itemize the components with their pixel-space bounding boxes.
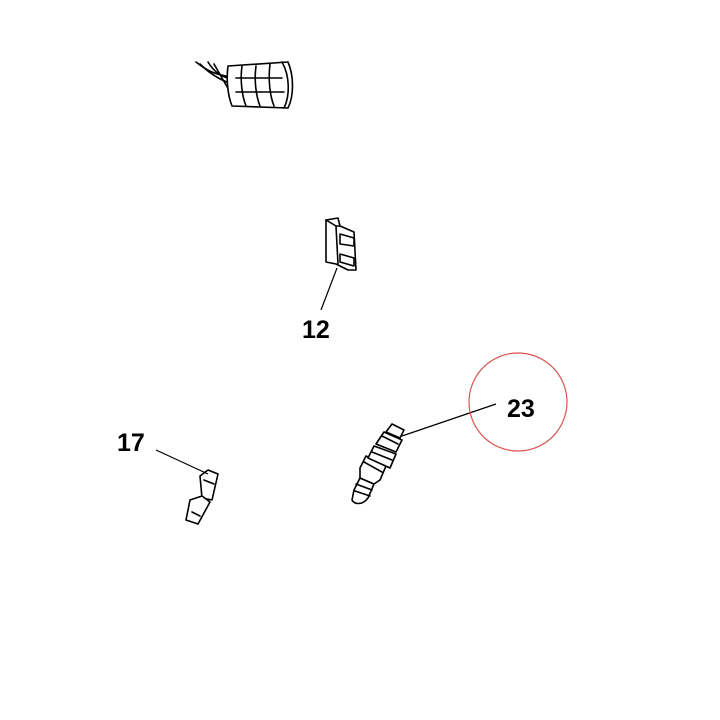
electrical-connector-icon (325, 217, 357, 271)
callout-label-17: 17 (117, 429, 145, 457)
leader-line-23 (401, 403, 497, 437)
leader-line-17 (155, 449, 209, 475)
terminal-connector-icon (185, 469, 219, 525)
spark-plug-icon (351, 423, 405, 505)
highlight-circle (468, 352, 568, 452)
wiring-harness-icon (195, 61, 294, 109)
callout-label-12: 12 (302, 316, 330, 344)
callout-label-23: 23 (507, 395, 535, 423)
leader-line-12 (320, 267, 338, 311)
